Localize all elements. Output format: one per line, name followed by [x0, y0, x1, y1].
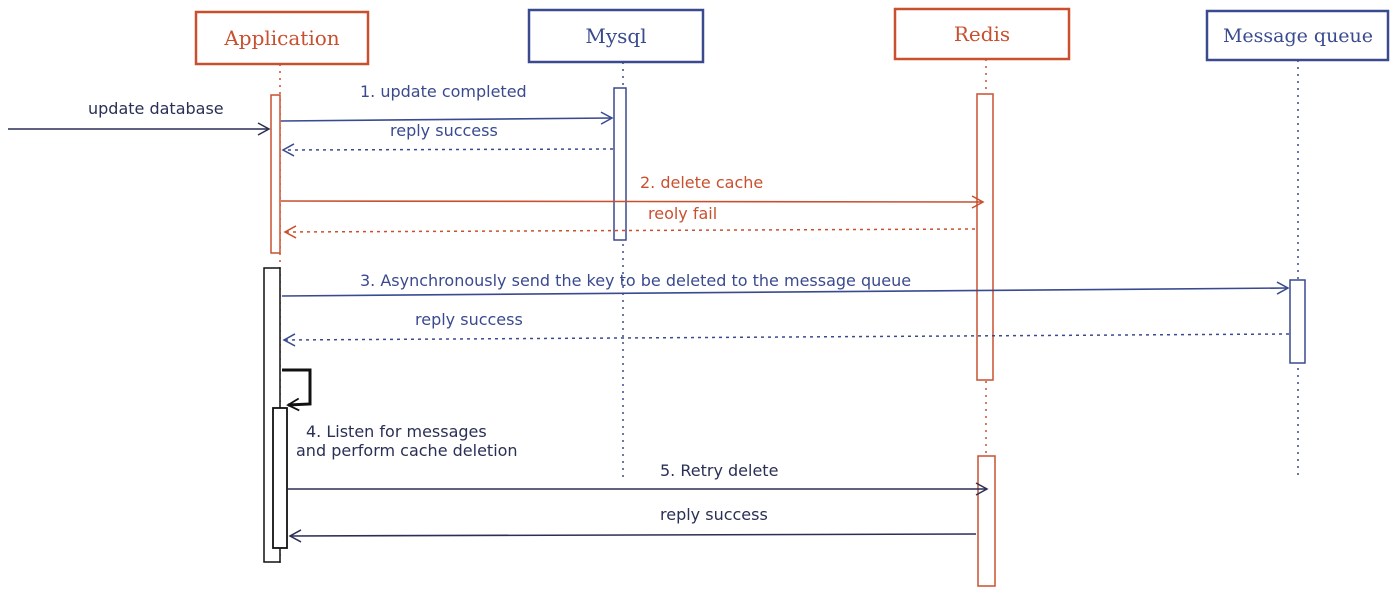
label-listen-line2: and perform cache deletion [296, 441, 518, 460]
label-update-database: update database [88, 99, 224, 118]
activation-redis-1 [976, 93, 994, 381]
participant-box-application [194, 10, 370, 66]
arrow-reply-fail [283, 225, 976, 239]
label-delete-cache: 2. delete cache [640, 173, 763, 192]
arrow-reply-success-mysql [281, 143, 614, 157]
participant-label-application: Application [223, 26, 339, 50]
arrow-delete-cache [280, 195, 985, 209]
arrow-update-completed [280, 111, 614, 125]
label-reply-success-mysql: reply success [390, 121, 498, 140]
arrow-reply-success-mq [282, 333, 1290, 347]
label-reply-fail: reoly fail [648, 204, 717, 223]
participant-box-redis [893, 7, 1071, 61]
label-reply-success-mq: reply success [415, 310, 523, 329]
participant-application: Application [194, 10, 370, 66]
label-update-completed: 1. update completed [360, 82, 527, 101]
label-reply-success-redis: reply success [660, 505, 768, 524]
label-send-key: 3. Asynchronously send the key to be del… [360, 271, 911, 290]
activation-redis-2 [977, 455, 996, 587]
participant-label-message-queue: Message queue [1223, 25, 1373, 47]
participant-label-redis: Redis [954, 22, 1010, 46]
activation-application-1 [270, 94, 281, 254]
participant-label-mysql: Mysql [585, 24, 646, 48]
participant-mysql: Mysql [527, 8, 705, 64]
activation-mysql [613, 87, 627, 241]
label-listen-line1: 4. Listen for messages [306, 422, 487, 441]
activation-message-queue [1289, 279, 1306, 364]
label-retry-delete: 5. Retry delete [660, 461, 778, 480]
participant-box-mysql [527, 8, 705, 64]
activation-application-nested [272, 407, 288, 549]
arrow-reply-success-redis [288, 529, 977, 543]
arrow-self-listen [282, 368, 312, 412]
participant-redis: Redis [893, 7, 1071, 61]
arrow-send-key [281, 281, 1290, 297]
participant-message-queue: Message queue [1205, 9, 1390, 62]
